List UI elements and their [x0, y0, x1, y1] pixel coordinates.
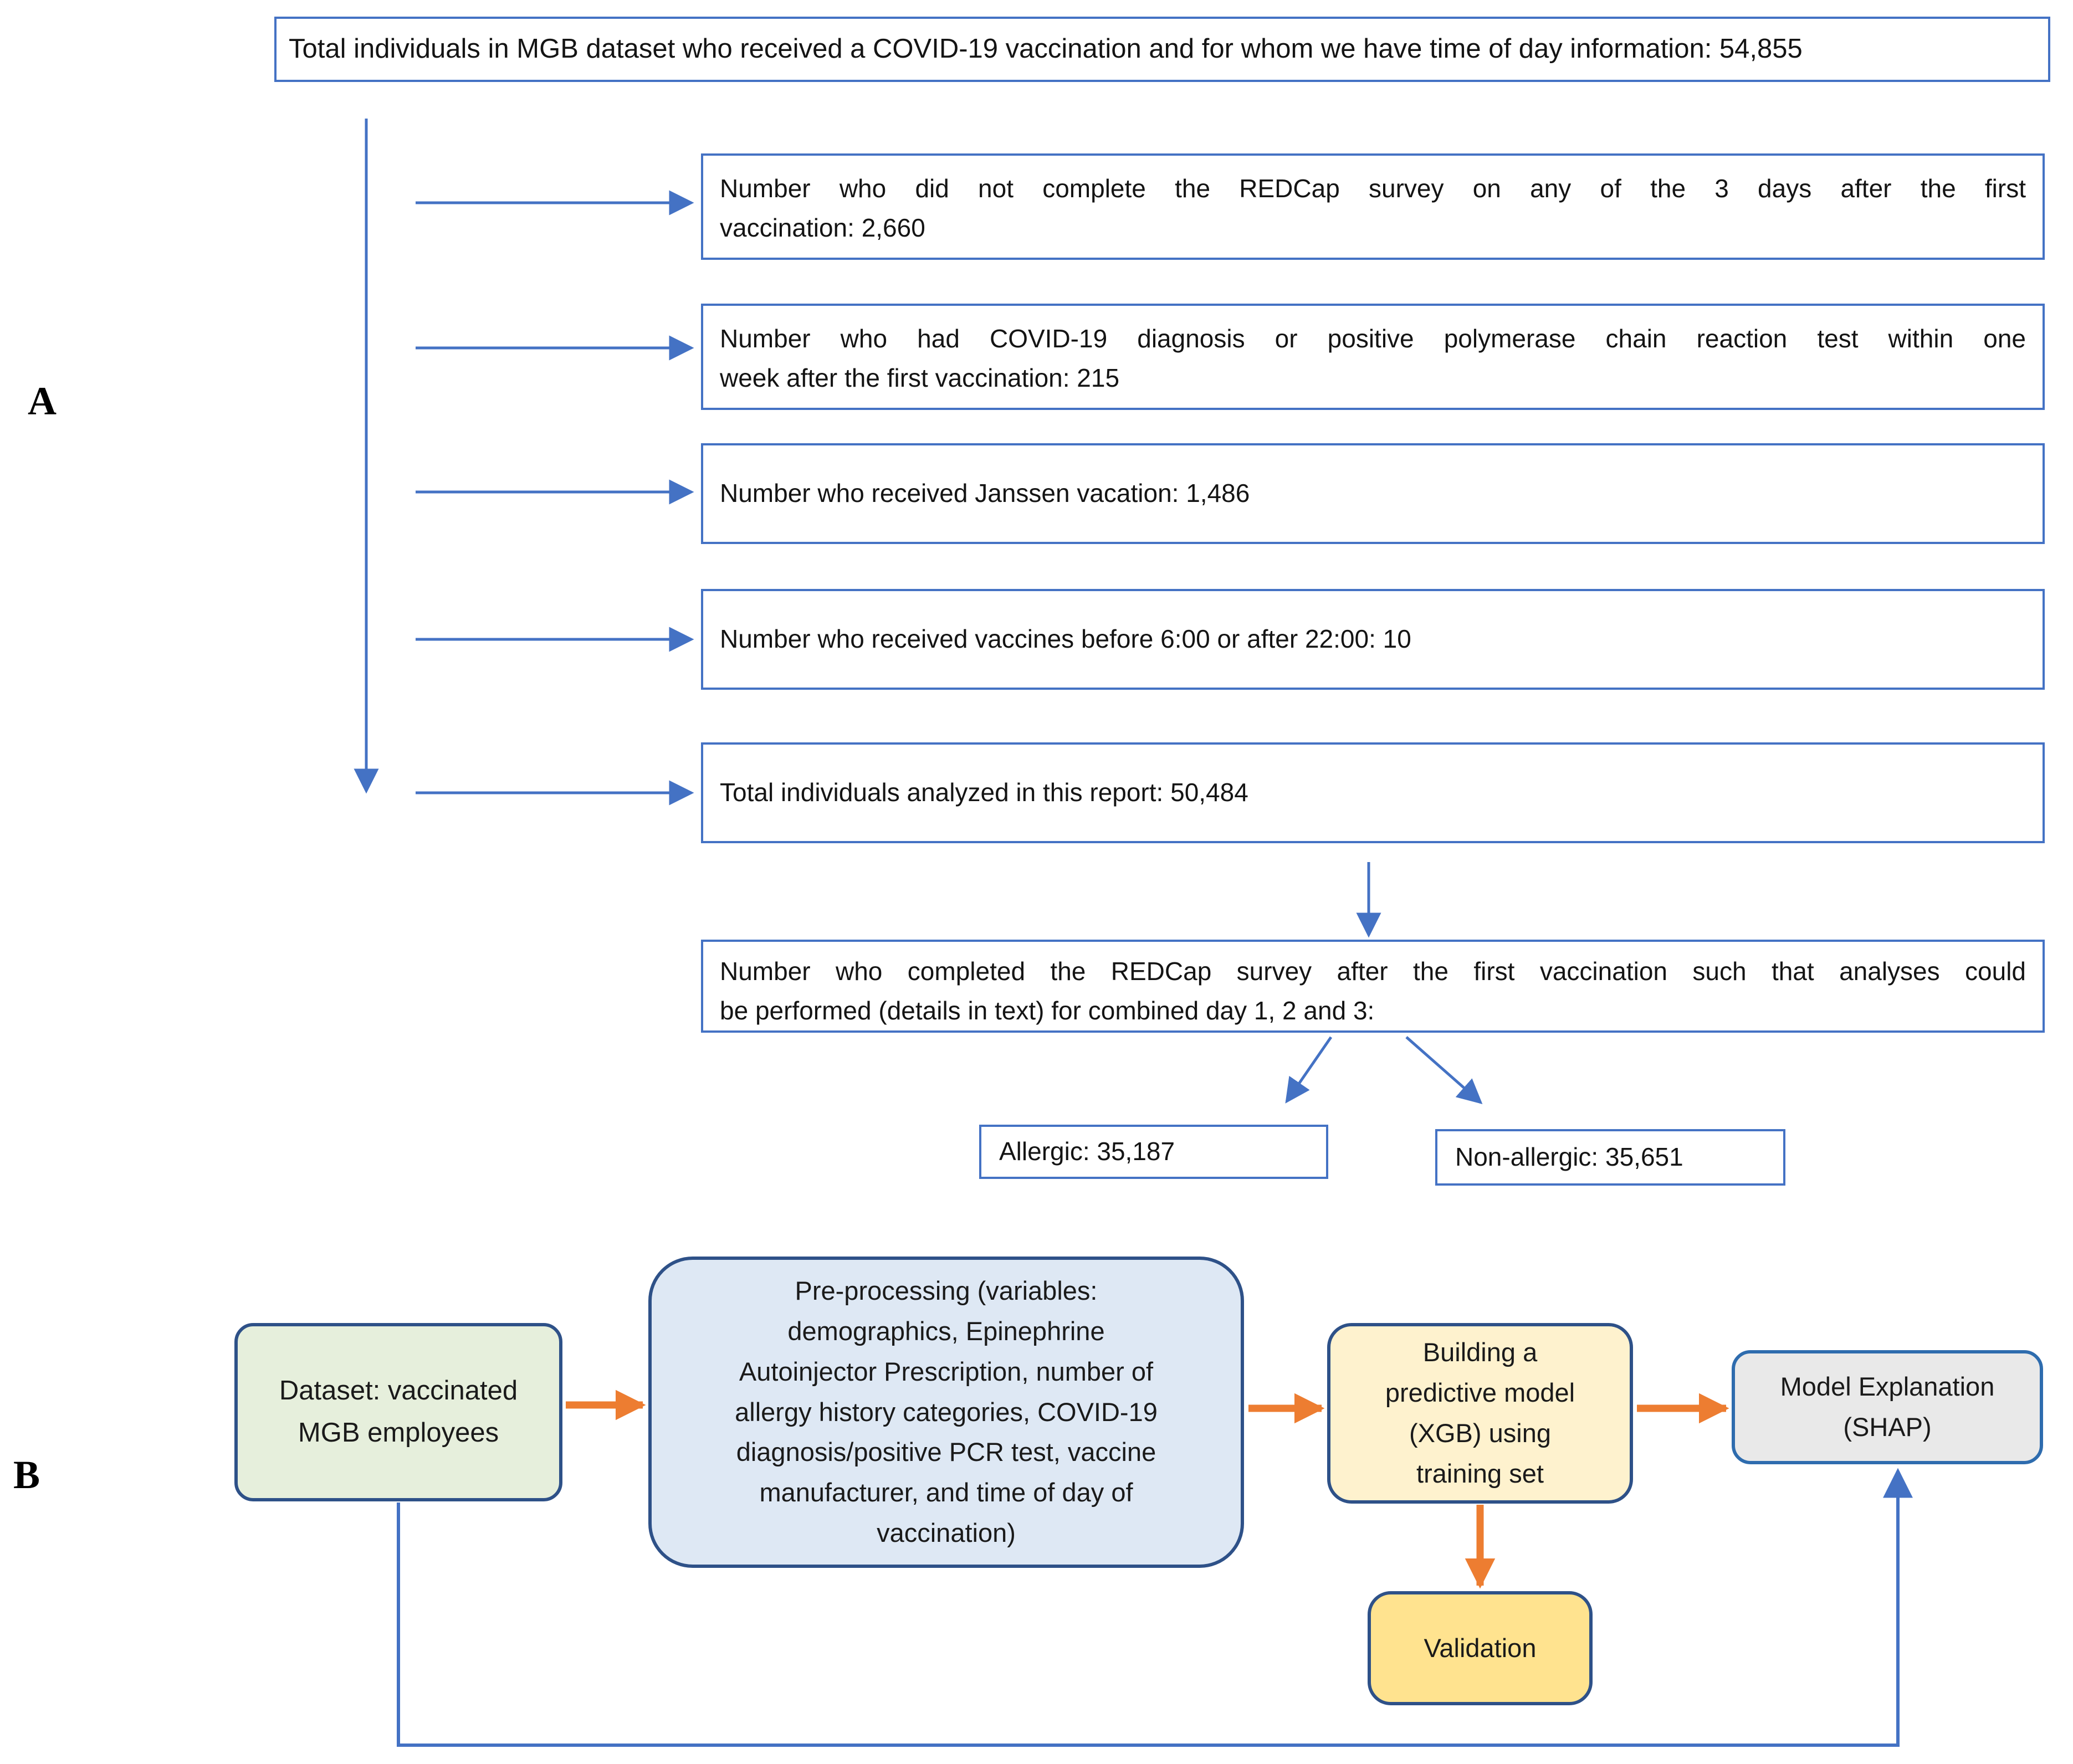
excluded-no-survey-box: Number who did not complete the REDCap s… — [701, 153, 2045, 260]
model-building-line1: Building a — [1422, 1337, 1538, 1367]
panel-a-label: A — [28, 379, 57, 423]
excluded-covid-line1: Number who had COVID-19 diagnosis or pos… — [720, 324, 2026, 353]
model-building-box: Building a predictive model (XGB) using … — [1327, 1323, 1633, 1504]
model-building-line4: training set — [1416, 1458, 1544, 1488]
redcap-completed-line2: be performed (details in text) for combi… — [720, 996, 1375, 1025]
excluded-janssen-text: Number who received Janssen vacation: 1,… — [720, 479, 1250, 508]
arrow-redcap-to-allergic — [1285, 1036, 1333, 1104]
preprocessing-box: Pre-processing (variables: demographics,… — [648, 1257, 1244, 1568]
preprocessing-line1: Pre-processing (variables: — [795, 1276, 1098, 1306]
model-building-line2: predictive model — [1385, 1378, 1575, 1408]
redcap-completed-line1: Number who completed the REDCap survey a… — [720, 957, 2026, 986]
excluded-covid-diagnosis-box: Number who had COVID-19 diagnosis or pos… — [701, 304, 2045, 410]
excluded-covid-line2: week after the first vaccination: 215 — [720, 363, 1120, 393]
validation-text: Validation — [1424, 1633, 1537, 1663]
allergic-count-box: Allergic: 35,187 — [979, 1125, 1328, 1179]
allergic-count-text: Allergic: 35,187 — [999, 1137, 1175, 1166]
excluded-no-survey-line2: vaccination: 2,660 — [720, 213, 925, 243]
preprocessing-line7: vaccination) — [877, 1518, 1016, 1548]
model-explanation-line2: (SHAP) — [1843, 1412, 1932, 1442]
preprocessing-line6: manufacturer, and time of day of — [759, 1478, 1133, 1507]
non-allergic-count-text: Non-allergic: 35,651 — [1455, 1142, 1683, 1172]
total-analyzed-text: Total individuals analyzed in this repor… — [720, 778, 1248, 807]
model-building-line3: (XGB) using — [1409, 1418, 1551, 1448]
preprocessing-line2: demographics, Epinephrine — [787, 1316, 1105, 1346]
excluded-time-window-text: Number who received vaccines before 6:00… — [720, 624, 1411, 654]
dataset-line2: MGB employees — [298, 1418, 499, 1448]
dataset-line1: Dataset: vaccinated — [279, 1376, 518, 1406]
model-explanation-line1: Model Explanation — [1780, 1372, 1995, 1402]
preprocessing-line3: Autoinjector Prescription, number of — [739, 1356, 1154, 1386]
dataset-box: Dataset: vaccinated MGB employees — [234, 1323, 562, 1501]
excluded-janssen-box: Number who received Janssen vacation: 1,… — [701, 443, 2045, 544]
redcap-completed-box: Number who completed the REDCap survey a… — [701, 940, 2045, 1033]
preprocessing-line4: allergy history categories, COVID-19 — [735, 1397, 1158, 1427]
panel-b-label: B — [13, 1453, 40, 1497]
model-explanation-box: Model Explanation (SHAP) — [1732, 1350, 2043, 1464]
excluded-time-window-box: Number who received vaccines before 6:00… — [701, 589, 2045, 690]
dataset-to-explanation-feedback-line — [397, 1468, 1913, 1747]
validation-box: Validation — [1368, 1591, 1593, 1705]
preprocessing-line5: diagnosis/positive PCR test, vaccine — [736, 1437, 1156, 1467]
arrow-redcap-to-nonallergic — [1405, 1036, 1483, 1104]
total-dataset-text: Total individuals in MGB dataset who rec… — [289, 34, 1803, 64]
total-analyzed-box: Total individuals analyzed in this repor… — [701, 742, 2045, 843]
excluded-no-survey-line1: Number who did not complete the REDCap s… — [720, 174, 2026, 203]
non-allergic-count-box: Non-allergic: 35,651 — [1435, 1129, 1785, 1186]
total-dataset-box: Total individuals in MGB dataset who rec… — [274, 17, 2050, 82]
